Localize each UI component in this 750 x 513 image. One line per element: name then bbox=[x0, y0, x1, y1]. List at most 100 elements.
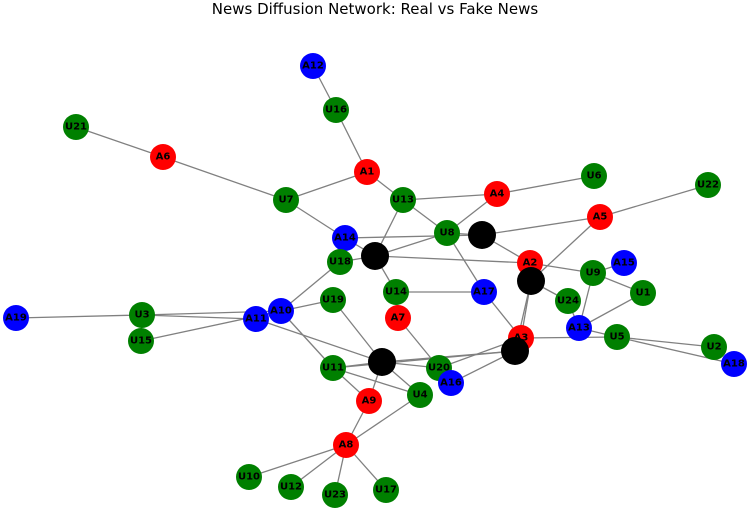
node-h4[interactable] bbox=[501, 337, 529, 365]
node-h1[interactable] bbox=[468, 221, 496, 249]
edge-U11-U4 bbox=[332, 367, 421, 396]
node-circle bbox=[332, 225, 358, 251]
node-a18[interactable]: A18 bbox=[721, 351, 747, 377]
node-a16[interactable]: A16 bbox=[438, 370, 464, 396]
node-a17[interactable]: A17 bbox=[471, 279, 497, 305]
node-a13[interactable]: A13 bbox=[566, 315, 592, 341]
node-u7[interactable]: U7 bbox=[273, 187, 299, 213]
edge-U5-U2 bbox=[616, 336, 715, 348]
node-label: A3 bbox=[514, 333, 529, 344]
node-u10[interactable]: U10 bbox=[236, 464, 262, 490]
node-u18[interactable]: U18 bbox=[327, 249, 353, 275]
node-circle bbox=[236, 464, 262, 490]
edge-A4-U6 bbox=[496, 175, 595, 195]
node-label: A17 bbox=[473, 287, 495, 298]
node-h5[interactable] bbox=[368, 348, 396, 376]
node-circle bbox=[320, 287, 346, 313]
node-label: U23 bbox=[324, 490, 346, 501]
node-a5[interactable]: A5 bbox=[587, 204, 613, 230]
edge-U21-A6 bbox=[75, 126, 164, 158]
node-label: U13 bbox=[392, 195, 414, 206]
node-h3[interactable] bbox=[517, 267, 545, 295]
node-label: A14 bbox=[334, 233, 356, 244]
node-a19[interactable]: A19 bbox=[3, 305, 29, 331]
node-circle bbox=[373, 477, 399, 503]
node-circle bbox=[150, 144, 176, 170]
node-a6[interactable]: A6 bbox=[150, 144, 176, 170]
node-u15[interactable]: U15 bbox=[128, 328, 154, 354]
node-circle bbox=[604, 324, 630, 350]
node-u4[interactable]: U4 bbox=[407, 382, 433, 408]
node-circle bbox=[3, 305, 29, 331]
node-label: U2 bbox=[706, 342, 721, 353]
node-u23[interactable]: U23 bbox=[322, 482, 348, 508]
node-u2[interactable]: U2 bbox=[701, 334, 727, 360]
node-u6[interactable]: U6 bbox=[581, 163, 607, 189]
node-label: A6 bbox=[156, 152, 171, 163]
node-u8[interactable]: U8 bbox=[434, 220, 460, 246]
node-u11[interactable]: U11 bbox=[320, 355, 346, 381]
node-circle bbox=[471, 279, 497, 305]
node-a11[interactable]: A11 bbox=[243, 306, 269, 332]
node-circle bbox=[630, 280, 656, 306]
node-label: A10 bbox=[270, 306, 292, 317]
node-a8[interactable]: A8 bbox=[333, 432, 359, 458]
node-u19[interactable]: U19 bbox=[320, 287, 346, 313]
node-u14[interactable]: U14 bbox=[383, 279, 409, 305]
node-u22[interactable]: U22 bbox=[695, 172, 721, 198]
node-circle bbox=[361, 242, 389, 270]
node-u12[interactable]: U12 bbox=[278, 474, 304, 500]
node-label: U8 bbox=[439, 228, 454, 239]
node-circle bbox=[566, 315, 592, 341]
node-label: A18 bbox=[723, 359, 745, 370]
node-u1[interactable]: U1 bbox=[630, 280, 656, 306]
node-u17[interactable]: U17 bbox=[373, 477, 399, 503]
edge-U11-H4 bbox=[332, 350, 516, 369]
node-label: U17 bbox=[375, 485, 397, 496]
node-label: A15 bbox=[613, 258, 635, 269]
node-a9[interactable]: A9 bbox=[356, 388, 382, 414]
node-u24[interactable]: U24 bbox=[555, 288, 581, 314]
node-u5[interactable]: U5 bbox=[604, 324, 630, 350]
node-a7[interactable]: A7 bbox=[385, 305, 411, 331]
node-label: U24 bbox=[557, 296, 579, 307]
node-a1[interactable]: A1 bbox=[354, 159, 380, 185]
node-h2[interactable] bbox=[361, 242, 389, 270]
edge-U3-A19 bbox=[15, 314, 143, 319]
node-circle bbox=[468, 221, 496, 249]
edge-H2-A2 bbox=[374, 255, 531, 264]
node-label: U1 bbox=[635, 288, 650, 299]
node-a4[interactable]: A4 bbox=[484, 181, 510, 207]
node-u16[interactable]: U16 bbox=[323, 97, 349, 123]
node-label: U14 bbox=[385, 287, 407, 298]
edge-A11-H5 bbox=[255, 318, 383, 363]
node-label: U9 bbox=[585, 268, 600, 279]
node-a12[interactable]: A12 bbox=[300, 53, 326, 79]
node-u3[interactable]: U3 bbox=[129, 302, 155, 328]
node-a15[interactable]: A15 bbox=[611, 250, 637, 276]
node-circle bbox=[721, 351, 747, 377]
node-circle bbox=[611, 250, 637, 276]
node-circle bbox=[385, 305, 411, 331]
node-label: U19 bbox=[322, 295, 344, 306]
node-circle bbox=[268, 298, 294, 324]
node-label: U5 bbox=[609, 332, 624, 343]
node-label: U4 bbox=[412, 390, 427, 401]
edge-A6-U7 bbox=[162, 156, 287, 201]
node-circle bbox=[128, 328, 154, 354]
node-label: U16 bbox=[325, 105, 347, 116]
node-label: A1 bbox=[360, 167, 375, 178]
node-a14[interactable]: A14 bbox=[332, 225, 358, 251]
node-circle bbox=[587, 204, 613, 230]
node-u21[interactable]: U21 bbox=[63, 114, 89, 140]
node-u9[interactable]: U9 bbox=[580, 260, 606, 286]
edge-A14-H1 bbox=[344, 234, 483, 239]
node-label: U7 bbox=[278, 195, 293, 206]
node-circle bbox=[580, 260, 606, 286]
node-circle bbox=[701, 334, 727, 360]
node-label: A4 bbox=[490, 189, 505, 200]
node-u13[interactable]: U13 bbox=[390, 187, 416, 213]
node-circle bbox=[434, 220, 460, 246]
node-a10[interactable]: A10 bbox=[268, 298, 294, 324]
